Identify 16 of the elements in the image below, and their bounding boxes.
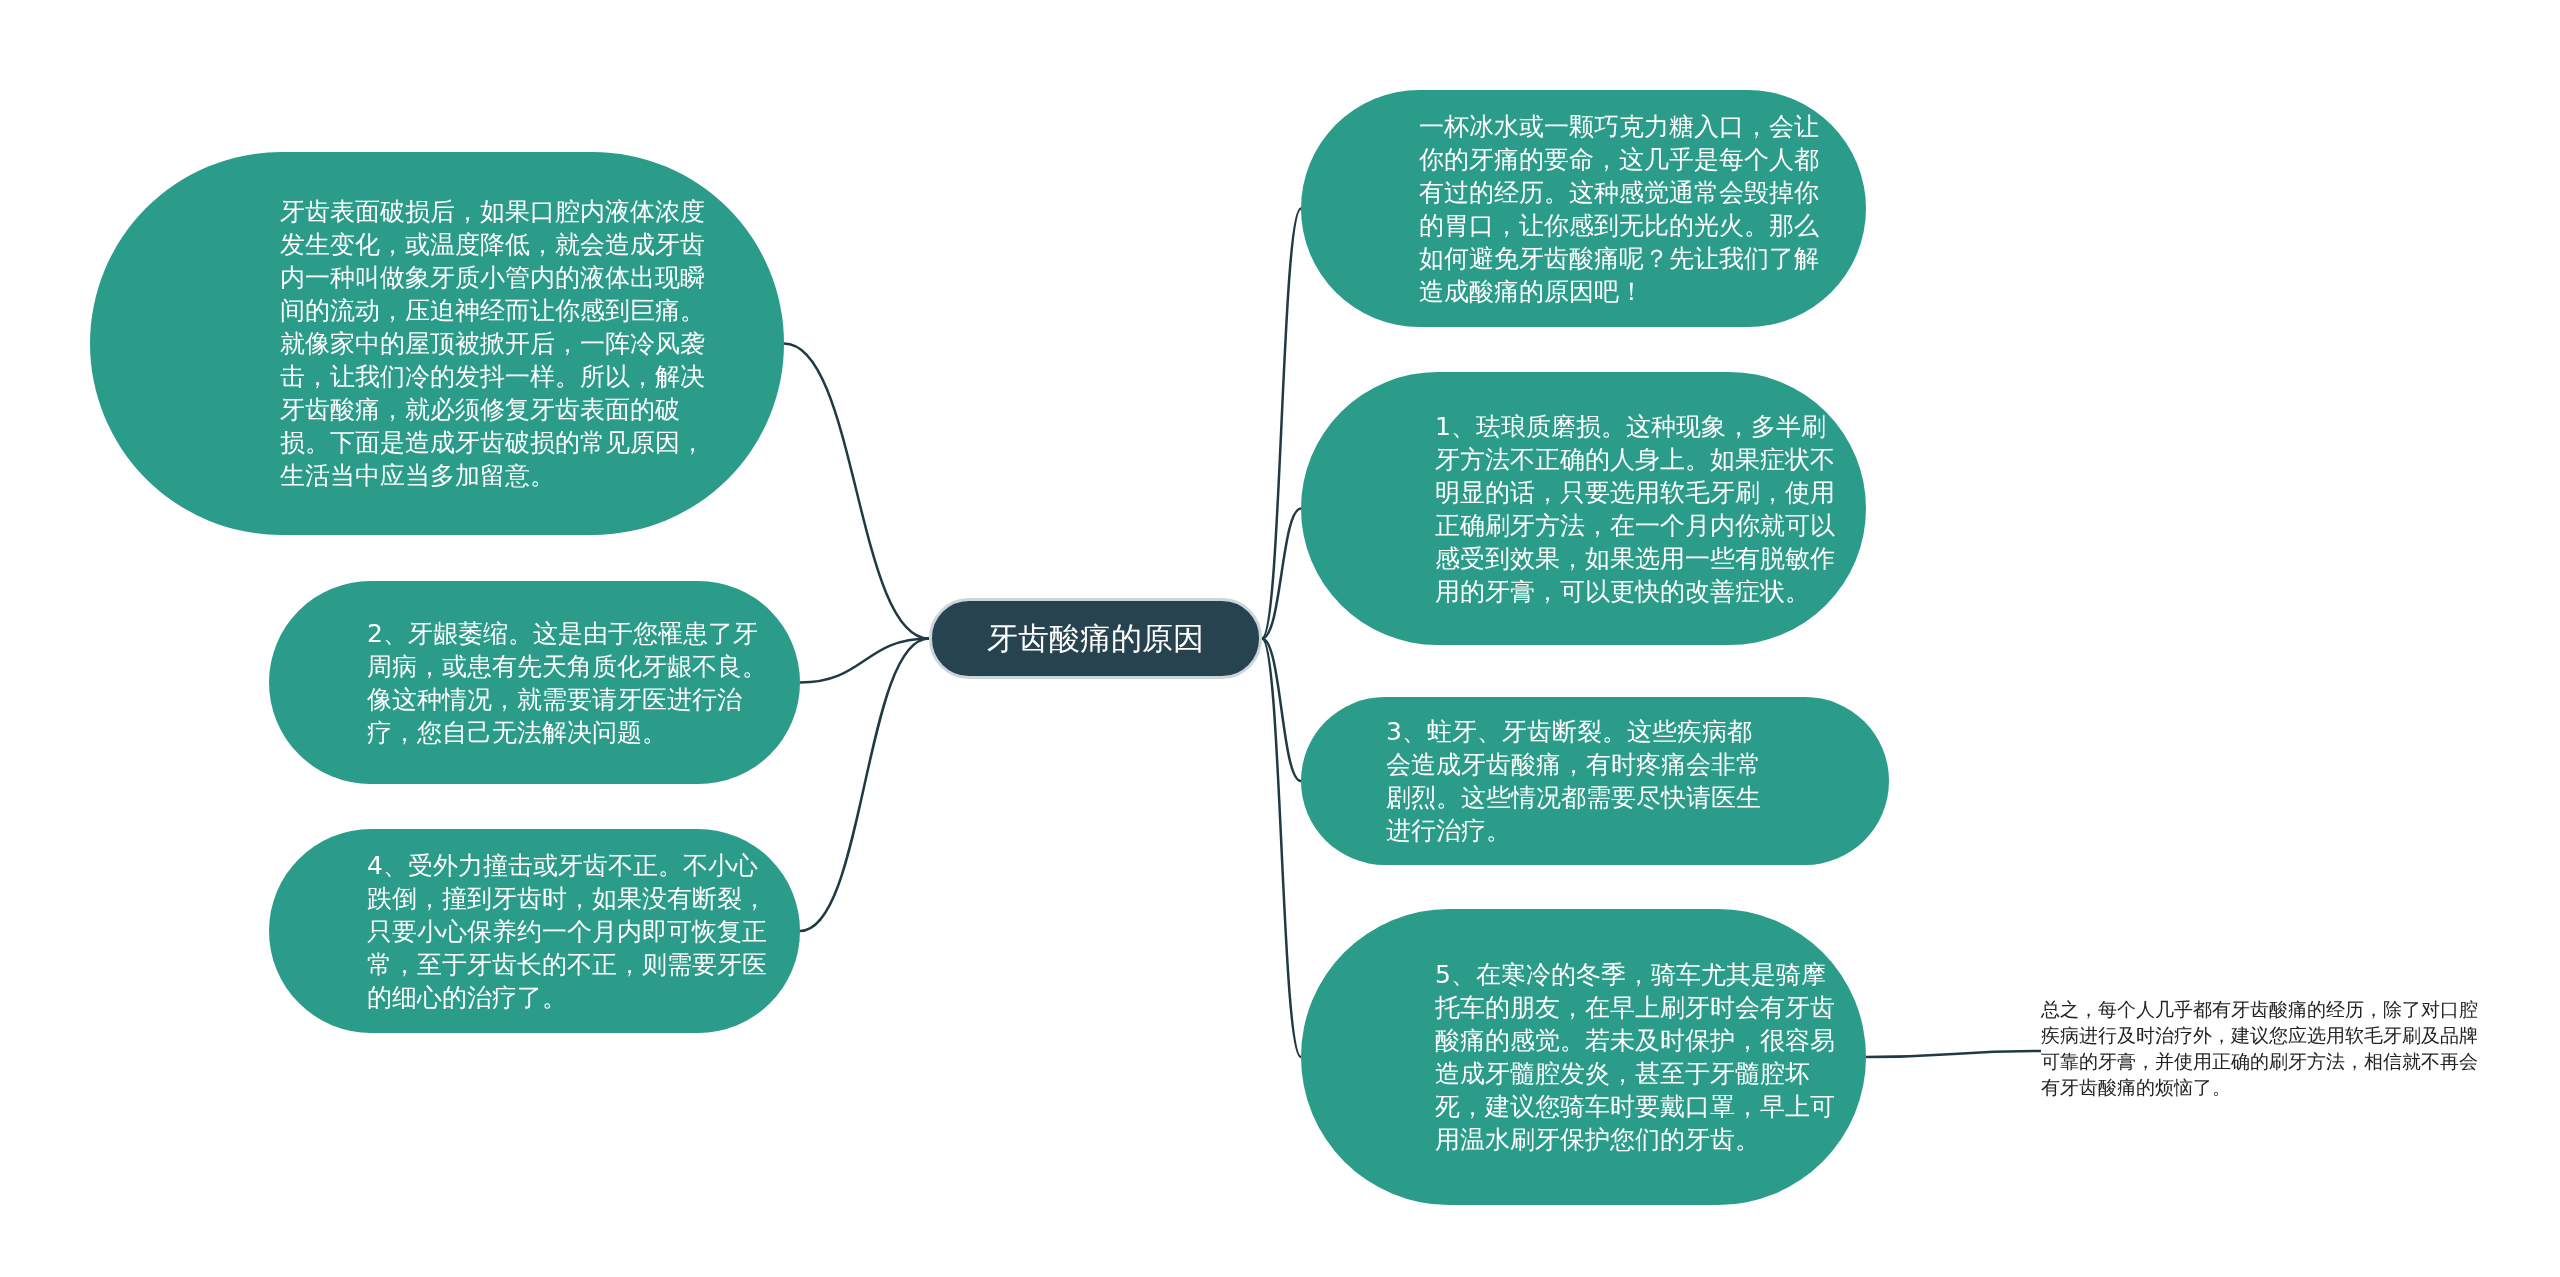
topic-text: 一杯冰水或一颗巧克力糖入口，会让你的牙痛的要命，这几乎是每个人都有过的经历。这种感觉通常会毁掉你的胃口，让你感到无比的光火。那么如何避免牙齿酸痛呢？先让我们了解造成酸痛的原因吧！ xyxy=(1419,110,1820,308)
connector-line xyxy=(1261,637,1302,783)
topic-text: 牙齿表面破损后，如果口腔内液体浓度发生变化，或温度降低，就会造成牙齿内一种叫做象牙质小管内的液体出现瞬间的流动，压迫神经而让你感到巨痛。就像家中的屋顶被掀开后，一阵冷风袭击，让我们冷的发抖一样。所以，解决牙齿酸痛，就必须修复牙齿表面的破损。下面是造成牙齿破损的常见原因，生活当中应当多加留意。 xyxy=(280,196,706,492)
connector-line xyxy=(1260,637,1303,1058)
topic-text: 3、蛀牙、牙齿断裂。这些疾病都会造成牙齿酸痛，有时疼痛会非常剧烈。这些情况都需要尽快请医生进行治疗。 xyxy=(1386,716,1762,847)
topic-text: 2、牙龈萎缩。这是由于您罹患了牙周病，或患有先天角质化牙龈不良。像这种情况，就需要请牙医进行治疗，您自己无法解决问题。 xyxy=(367,617,768,749)
topic-text: 1、珐琅质磨损。这种现象，多半刷牙方法不正确的人身上。如果症状不明显的话，只要选用软毛牙刷，使用正确刷牙方法，在一个月内你就可以感受到效果，如果选用一些有脱敏作用的牙膏，可以更快的改善症状。 xyxy=(1435,410,1836,608)
central-topic-text: 牙齿酸痛的原因 xyxy=(987,619,1204,658)
connector-line xyxy=(799,637,930,933)
connector-line xyxy=(799,637,930,684)
topic-text: 4、受外力撞击或牙齿不正。不小心跌倒，撞到牙齿时，如果没有断裂，只要小心保养约一个月内即可恢复正常，至于牙齿长的不正，则需要牙医的细心的治疗了。 xyxy=(367,849,768,1014)
note-text: 总之，每个人几乎都有牙齿酸痛的经历，除了对口腔疾病进行及时治疗外，建议您应选用软毛牙刷及品牌可靠的牙膏，并使用正确的刷牙方法，相信就不再会有牙齿酸痛的烦恼了。 xyxy=(2041,996,2491,1100)
connector-line xyxy=(1261,507,1302,640)
connector-line xyxy=(1260,207,1303,640)
topic-text: 5、在寒冷的冬季，骑车尤其是骑摩托车的朋友，在早上刷牙时会有牙齿酸痛的感觉。若未及时保护，很容易造成牙髓腔发炎，甚至于牙髓腔坏死，建议您骑车时要戴口罩，早上可用温水刷牙保护您们的牙齿。 xyxy=(1435,959,1836,1156)
connector-line xyxy=(1866,1049,2041,1059)
